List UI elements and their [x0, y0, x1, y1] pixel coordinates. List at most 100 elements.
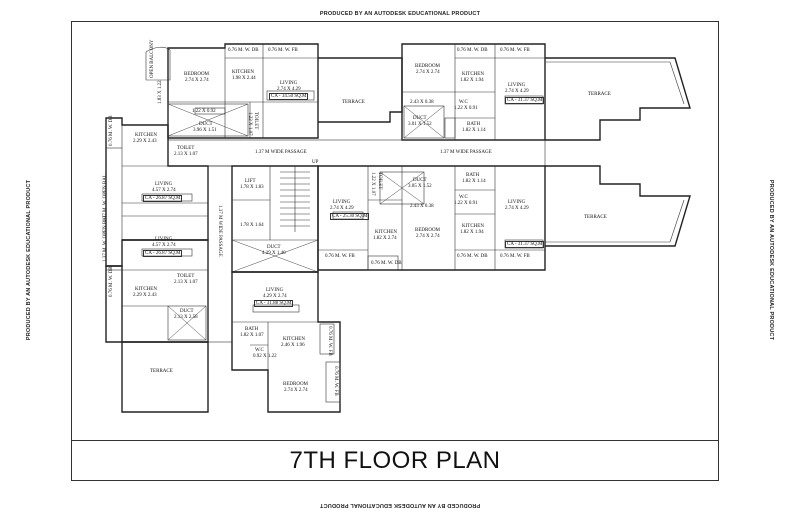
- label-living-a-dim: 2.74 X 4.29: [277, 87, 301, 92]
- label-duct-e-dim: 3.05 X 1.52: [408, 184, 432, 189]
- label-toilet-d: TOILET: [177, 274, 195, 279]
- label-living-c-dim: 4.57 X 2.74: [152, 188, 176, 193]
- label-living-d: LIVING: [155, 237, 173, 242]
- label-living-d-ca: CA - 26.87 SQ.M: [143, 250, 183, 257]
- label-bedroom-a-dim: 2.74 X 2.74: [185, 78, 209, 83]
- label-balcony-dim: 1.83 X 1.22: [158, 80, 163, 104]
- title-block-divider: [71, 440, 719, 441]
- label-toilet-e: TOILET: [377, 172, 382, 190]
- label-living-f-dim: 2.74 X 4.29: [505, 206, 529, 211]
- terrace-top-2: [545, 57, 691, 141]
- label-mwdb-c: 0.76 M. W. DB: [109, 115, 114, 146]
- label-mwdb-a: 0.76 M. W. DB: [228, 48, 259, 53]
- label-terrace-2: TERRACE: [588, 92, 611, 97]
- label-terrace-1: TERRACE: [342, 100, 365, 105]
- label-duct-e: DUCT: [413, 178, 427, 183]
- label-living-e-dim: 2.74 X 4.29: [330, 206, 354, 211]
- drawing-sheet-border: [71, 21, 719, 481]
- label-wc-a: 1.22 X 0.92: [192, 109, 216, 114]
- label-bath-f: BATH: [466, 173, 480, 178]
- label-lift2-dim: 1.78 X 1.64: [240, 223, 264, 228]
- label-wc-f-dim: 1.22 X 0.91: [454, 201, 478, 206]
- label-bedroom-e-dim: 2.74 X 2.74: [416, 234, 440, 239]
- label-bedroom-b: BEDROOM: [415, 64, 441, 69]
- label-living-a-ca: CA - 34.50 SQ.M: [269, 93, 309, 100]
- label-lift: LIFT: [245, 179, 256, 184]
- label-mwfb-b: 0.76 M. W. FB: [500, 48, 530, 53]
- label-wc-f: W.C: [459, 195, 468, 200]
- label-kitchen-e-dim: 1.82 X 2.74: [373, 236, 397, 241]
- label-duct-a-dim: 3.96 X 1.51: [193, 128, 217, 133]
- label-kitchen-c: KITCHEN: [135, 133, 157, 138]
- label-mwdb-f: 0.76 M. W. DB: [457, 254, 488, 259]
- label-living-g: LIVING: [266, 288, 284, 293]
- terrace-middle-right: [545, 165, 691, 247]
- label-wc-g-dim: 0.92 X 1.22: [253, 354, 277, 359]
- label-open-balcony: OPEN BALCONY: [150, 39, 155, 78]
- label-living-e: LIVING: [333, 200, 351, 205]
- label-mwfb-f: 0.76 M. W. FB: [500, 254, 530, 259]
- label-duct-e-post: 2.43 X 0.38: [410, 204, 434, 209]
- label-mwfb-h: 0.76 M. W. FB: [333, 366, 338, 396]
- label-kitchen-f-dim: 1.82 X 1.94: [460, 230, 484, 235]
- label-bath-b: BATH: [467, 122, 481, 127]
- label-mwdb-e: 0.76 M. W. DB: [371, 261, 402, 266]
- unit-bottom-centre: [231, 255, 399, 413]
- label-kitchen-g-dim: 2.46 X 1.96: [281, 343, 305, 348]
- label-passage-1: 1.37 M WIDE PASSAGE: [255, 150, 307, 155]
- stair-treads: [280, 166, 310, 232]
- label-kitchen-d: KITCHEN: [135, 287, 157, 292]
- label-mwdb-b: 0.76 M. W. DB: [457, 48, 488, 53]
- label-kitchen-b: KITCHEN: [462, 72, 484, 77]
- label-kitchen-b-dim: 1.82 X 1.94: [460, 78, 484, 83]
- terrace-bottom-left: [121, 341, 209, 413]
- label-living-a: LIVING: [280, 81, 298, 86]
- label-lift-dim: 1.78 X 1.83: [240, 185, 264, 190]
- label-duct-b-pre: 2.43 X 0.38: [410, 100, 434, 105]
- label-bath-f-dim: 1.82 X 1.14: [462, 179, 486, 184]
- label-mwdb-d: 0.76 M. W. DB: [109, 266, 114, 297]
- label-living-f-ca: CA - 31.37 SQ.M: [505, 241, 545, 248]
- label-living-f: LIVING: [508, 200, 526, 205]
- label-mwfb-g: 0.76 M. W. FB: [327, 326, 332, 356]
- open-balcony-curve: [145, 46, 171, 81]
- label-kitchen-a: KITCHEN: [232, 70, 254, 75]
- label-duct-a: DUCT: [199, 122, 213, 127]
- label-toilet-e-dim: 1.22 X 1.07: [370, 172, 375, 196]
- label-bedroom-b-dim: 2.74 X 2.74: [416, 70, 440, 75]
- label-kitchen-c-dim: 2.29 X 2.43: [133, 139, 157, 144]
- label-bedroom-g: BEDROOM: [283, 382, 309, 387]
- label-kitchen-d-dim: 2.29 X 2.43: [133, 293, 157, 298]
- label-wc-b: W.C: [459, 100, 468, 105]
- label-bath-g-dim: 1.82 X 1.07: [240, 333, 264, 338]
- label-duct-d: DUCT: [267, 245, 281, 250]
- label-bedroom-g-dim: 2.74 X 2.74: [284, 388, 308, 393]
- label-terrace-4: TERRACE: [584, 215, 607, 220]
- label-toilet-c-dim: 2.13 X 1.07: [174, 152, 198, 157]
- label-living-b-dim: 2.74 X 4.29: [505, 89, 529, 94]
- label-kitchen-f: KITCHEN: [462, 224, 484, 229]
- label-living-g-ca: CA - 31.88 SQ.M: [254, 300, 294, 307]
- terrace-top-1: [318, 57, 403, 123]
- label-living-b-ca: CA - 31.37 SQ.M: [505, 97, 545, 104]
- label-passage-3: 1.37 M WIDE PASSAGE: [217, 205, 222, 257]
- label-bath-b-dim: 1.82 X 1.14: [462, 128, 486, 133]
- label-passage-2: 1.37 M WIDE PASSAGE: [440, 150, 492, 155]
- label-mwfb-a: 0.76 M. W. FB: [268, 48, 298, 53]
- label-kitchen-a-dim: 1.98 X 2.44: [232, 76, 256, 81]
- label-up: UP: [312, 160, 319, 165]
- label-wc-b-dim: 1.22 X 0.91: [454, 106, 478, 111]
- label-bath-g: BATH: [245, 327, 259, 332]
- label-toilet-c: TOILET: [177, 146, 195, 151]
- label-duct-b-dim: 3.01 X 1.52: [408, 122, 432, 127]
- label-mwfb-e: 0.76 M. W. FB: [325, 254, 355, 259]
- label-living-g-dim: 4.29 X 2.74: [263, 294, 287, 299]
- label-toilet-a-dim: 1.22 X 1.07: [247, 112, 252, 136]
- label-kitchen-g: KITCHEN: [283, 337, 305, 342]
- label-duct-c: DUCT: [180, 309, 194, 314]
- label-duct-b: DUCT: [413, 116, 427, 121]
- label-terrace-3: TERRACE: [150, 369, 173, 374]
- label-living-d-dim: 4.57 X 2.74: [152, 243, 176, 248]
- watermark-top: PRODUCED BY AN AUTODESK EDUCATIONAL PROD…: [319, 11, 481, 17]
